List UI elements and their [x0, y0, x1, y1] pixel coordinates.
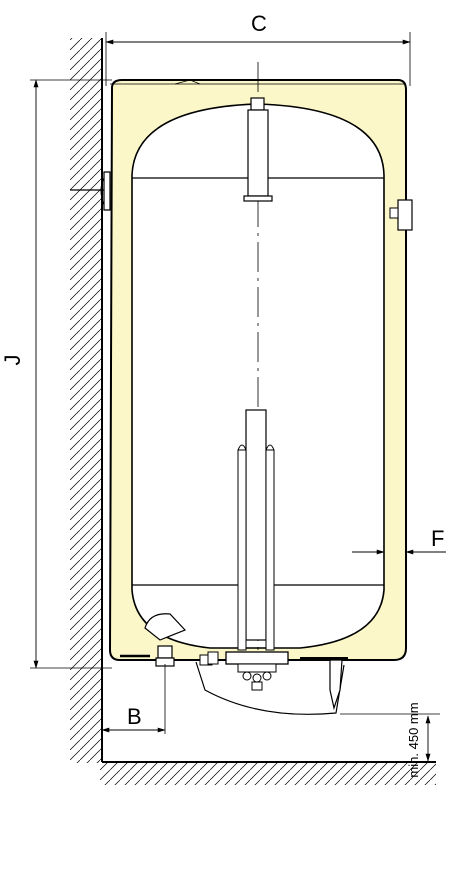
- side-knob: [389, 199, 413, 231]
- bottom-cover: [195, 651, 348, 715]
- label-b: B: [127, 704, 142, 729]
- label-min-clearance: min. 450 mm: [406, 702, 421, 777]
- top-anode: [243, 97, 273, 202]
- wall-hatching: [70, 38, 103, 763]
- dimension-j: [30, 79, 112, 669]
- label-j: J: [0, 355, 25, 366]
- label-c: C: [251, 11, 267, 36]
- inlet-pipe: [120, 613, 187, 667]
- wall-bracket: [70, 171, 111, 211]
- label-f: F: [431, 526, 444, 551]
- heating-element: [225, 409, 289, 691]
- inner-tank: [131, 103, 385, 649]
- floor-hatching: [100, 761, 436, 785]
- dimension-c: [105, 32, 411, 86]
- dimension-b: [101, 664, 166, 734]
- dimension-clearance: [340, 713, 440, 762]
